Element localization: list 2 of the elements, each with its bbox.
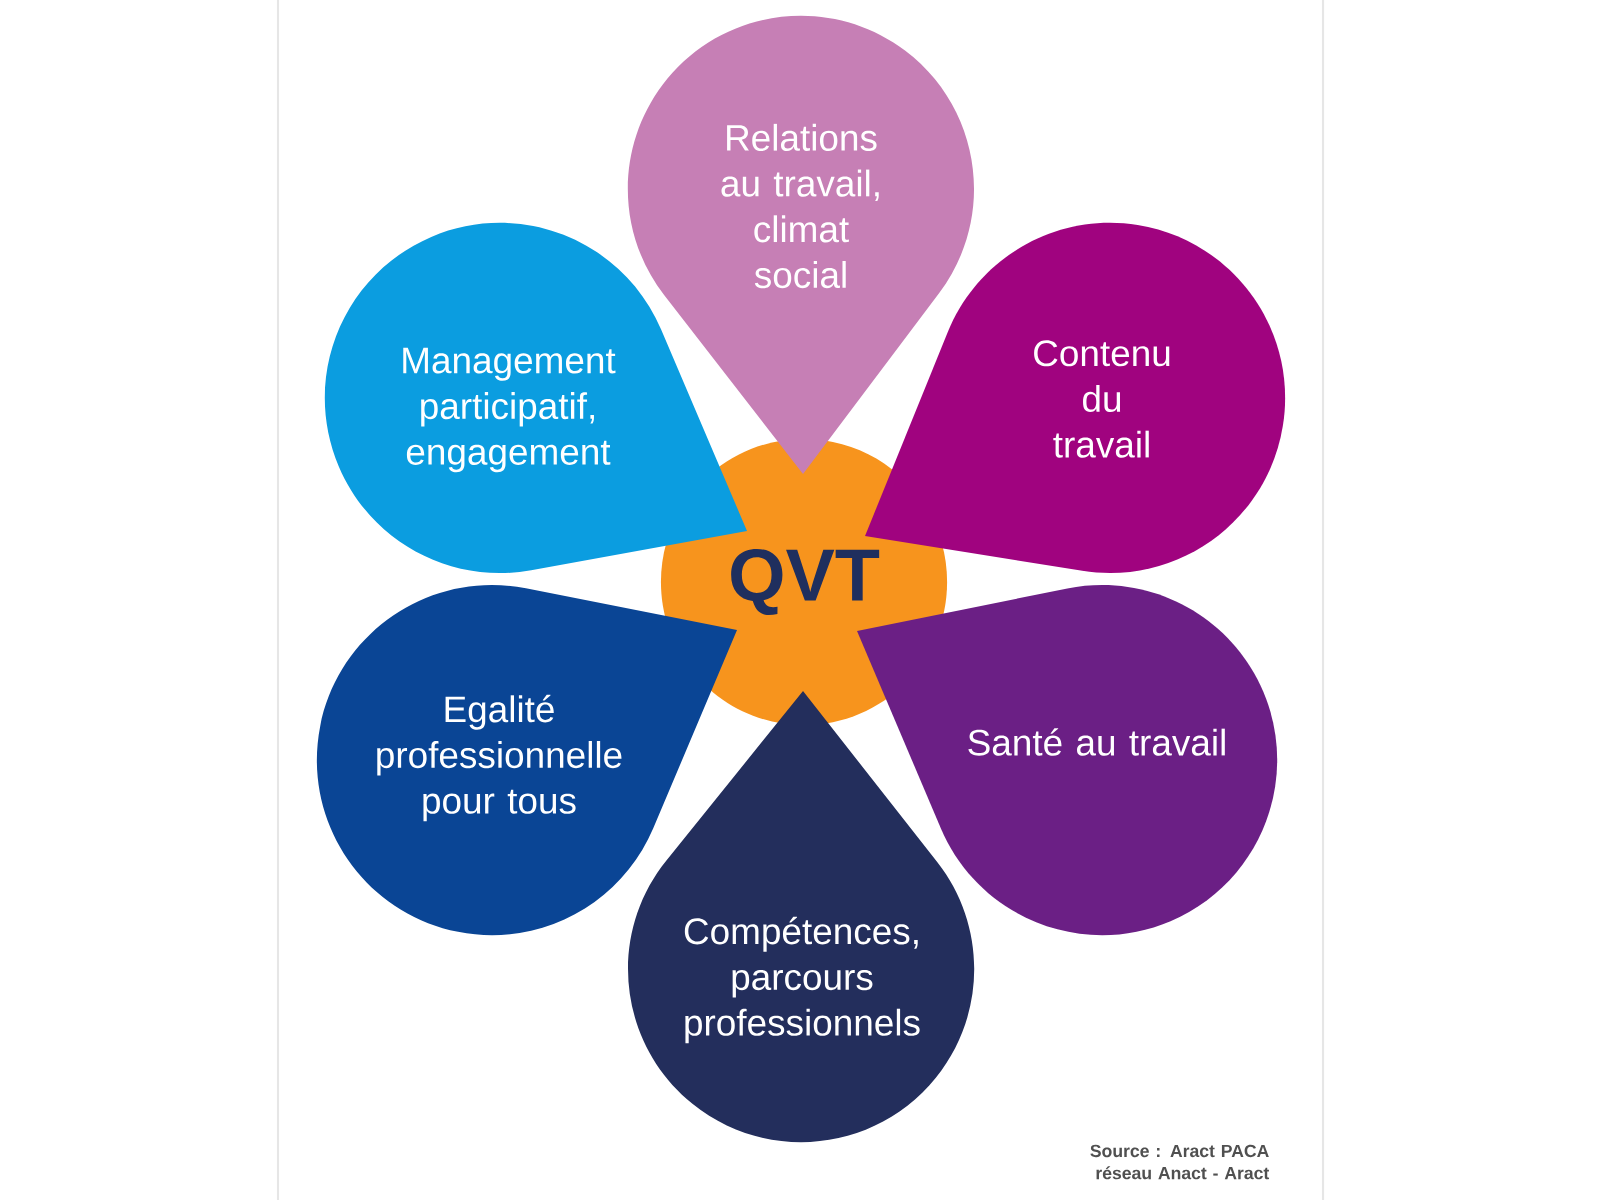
petal: Relations au travail, climat social [627, 15, 974, 474]
source-note: Source : Aract PACA réseau Anact - Aract [1090, 1144, 1270, 1180]
